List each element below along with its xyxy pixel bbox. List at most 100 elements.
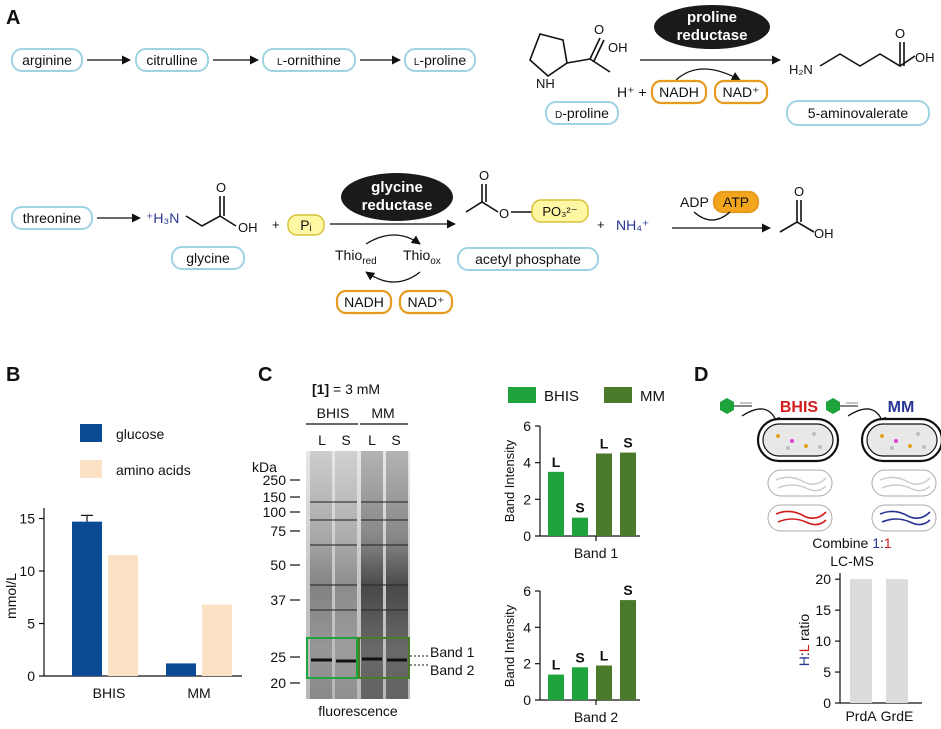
d-xtick-label: PrdA [845,708,877,724]
marker-250: 250 [263,472,287,488]
c-bar-label: S [575,649,584,665]
legend-bhis-label: BHIS [544,388,579,405]
h3n-group: ⁺H₃N [146,210,179,226]
d-bar-grde [886,579,908,703]
citrulline-label: citrulline [146,52,198,68]
d-proline-structure: O OH NH D-proline [529,22,628,125]
panel-b-letter: B [6,364,20,386]
panel-b-ylabel: mmol/L [3,573,19,619]
gel-lane-3: L [368,432,376,448]
gel-lane-strip-3 [361,451,383,699]
plus-1: + [272,217,280,232]
nadh-box-2 [335,289,393,315]
c-bar-label: L [600,647,609,663]
d-ytick-label: 0 [823,695,831,711]
legend-glucose-swatch [80,424,102,442]
h-plus-label: H⁺ + [617,84,647,100]
legend-mm-swatch [604,387,632,403]
oh-group-3: OH [238,220,258,235]
d-xtick-label: GrdE [881,708,914,724]
gel-box-bhis [306,637,358,679]
oh-group-4: OH [814,226,834,241]
d-ytick-label: 15 [815,602,831,618]
panel-c-legend: BHIS MM [508,387,665,405]
gel-band2-label: Band 2 [430,662,475,678]
d-bar-prda [850,579,872,703]
adp-curve [693,211,731,221]
legend-bhis-swatch [508,387,536,403]
pathway-row-2: threonine ⁺H₃N O OH glycine + Pᵢ glycine… [11,168,834,315]
gel-caption: fluorescence [318,703,398,719]
glycine-reductase-line1: glycine [371,179,423,196]
gel-lane-1: L [318,432,326,448]
po3-box [531,199,589,223]
gel-lane-2: S [341,432,350,448]
nh-group: NH [536,76,555,91]
pi-label: Pᵢ [300,217,312,233]
o-atom-4: O [479,168,489,183]
o-atom-3: O [216,180,226,195]
legend-aminoacids-swatch [80,460,102,478]
panel-b-legend: glucose amino acids [80,424,191,478]
marker-37: 37 [270,592,286,608]
band1-ylabel: Band Intensity [502,439,517,522]
o-atom-2: O [895,26,905,41]
ornithine-label: L-ornithine [277,52,341,68]
o-atom-5: O [499,206,509,221]
acetyl-phosphate-box [457,247,599,271]
gel-lane-strip-1 [310,451,332,699]
aminovalerate-label: 5-aminovalerate [808,105,909,121]
threonine-label: threonine [23,210,82,226]
panel-d-letter: D [694,364,708,386]
gel-group-mm: MM [371,405,394,421]
oh-group: OH [608,40,628,55]
arginine-box [11,48,83,72]
threonine-box [11,206,93,230]
c-bar-1 [572,667,588,700]
thio-curve-bottom [365,271,421,283]
gel-image [306,451,410,699]
c-bar-label: L [552,657,561,673]
arginine-label: arginine [22,52,72,68]
lysate-mm-blue [871,504,937,532]
cell-bhis [756,417,840,463]
glycine-reductase-enzyme [341,173,453,221]
l-proline-label: L-proline [414,52,466,68]
proline-reductase-line2: reductase [677,27,748,44]
d-label-bhis: BHIS [780,399,819,416]
nadh-box-1 [650,79,708,105]
panel-c-letter: C [258,364,272,386]
adp-label: ADP [680,194,709,210]
c-bar-2 [596,665,612,700]
b-xtick-label: BHIS [93,685,126,701]
o-atom: O [594,22,604,37]
atp-label: ATP [723,194,749,210]
pathway-row-1: arginine citrulline L-ornithine L-prolin… [11,48,476,72]
c-bar-3 [620,452,636,536]
c-chart-title: Band 2 [574,709,619,725]
thio-ox-label: Thioox [403,247,441,267]
lysate-mm-grey [871,469,937,497]
panel-d-ylabel: H:L ratio [796,614,812,667]
c-bar-label: S [623,435,632,451]
legend-aminoacids-label: amino acids [116,462,191,478]
pi-box [287,214,325,236]
combine-label: Combine 1:1 [812,535,892,551]
marker-50: 50 [270,557,286,573]
d-ytick-label: 10 [815,633,831,649]
h2n-group: H₂N [789,62,813,77]
c-bar-label: L [552,454,561,470]
nad-box-1 [713,79,769,105]
d-proline-label: D-proline [555,105,609,121]
nh4-label: NH₄⁺ [616,217,649,233]
ornithine-box [262,48,356,72]
c-bar-0 [548,471,564,536]
gel-band1-label: Band 1 [430,644,475,660]
c-ytick-label: 2 [523,491,531,507]
proline-reductase-enzyme [654,5,770,49]
c-bar-3 [620,600,636,700]
c-bar-label: L [600,436,609,452]
